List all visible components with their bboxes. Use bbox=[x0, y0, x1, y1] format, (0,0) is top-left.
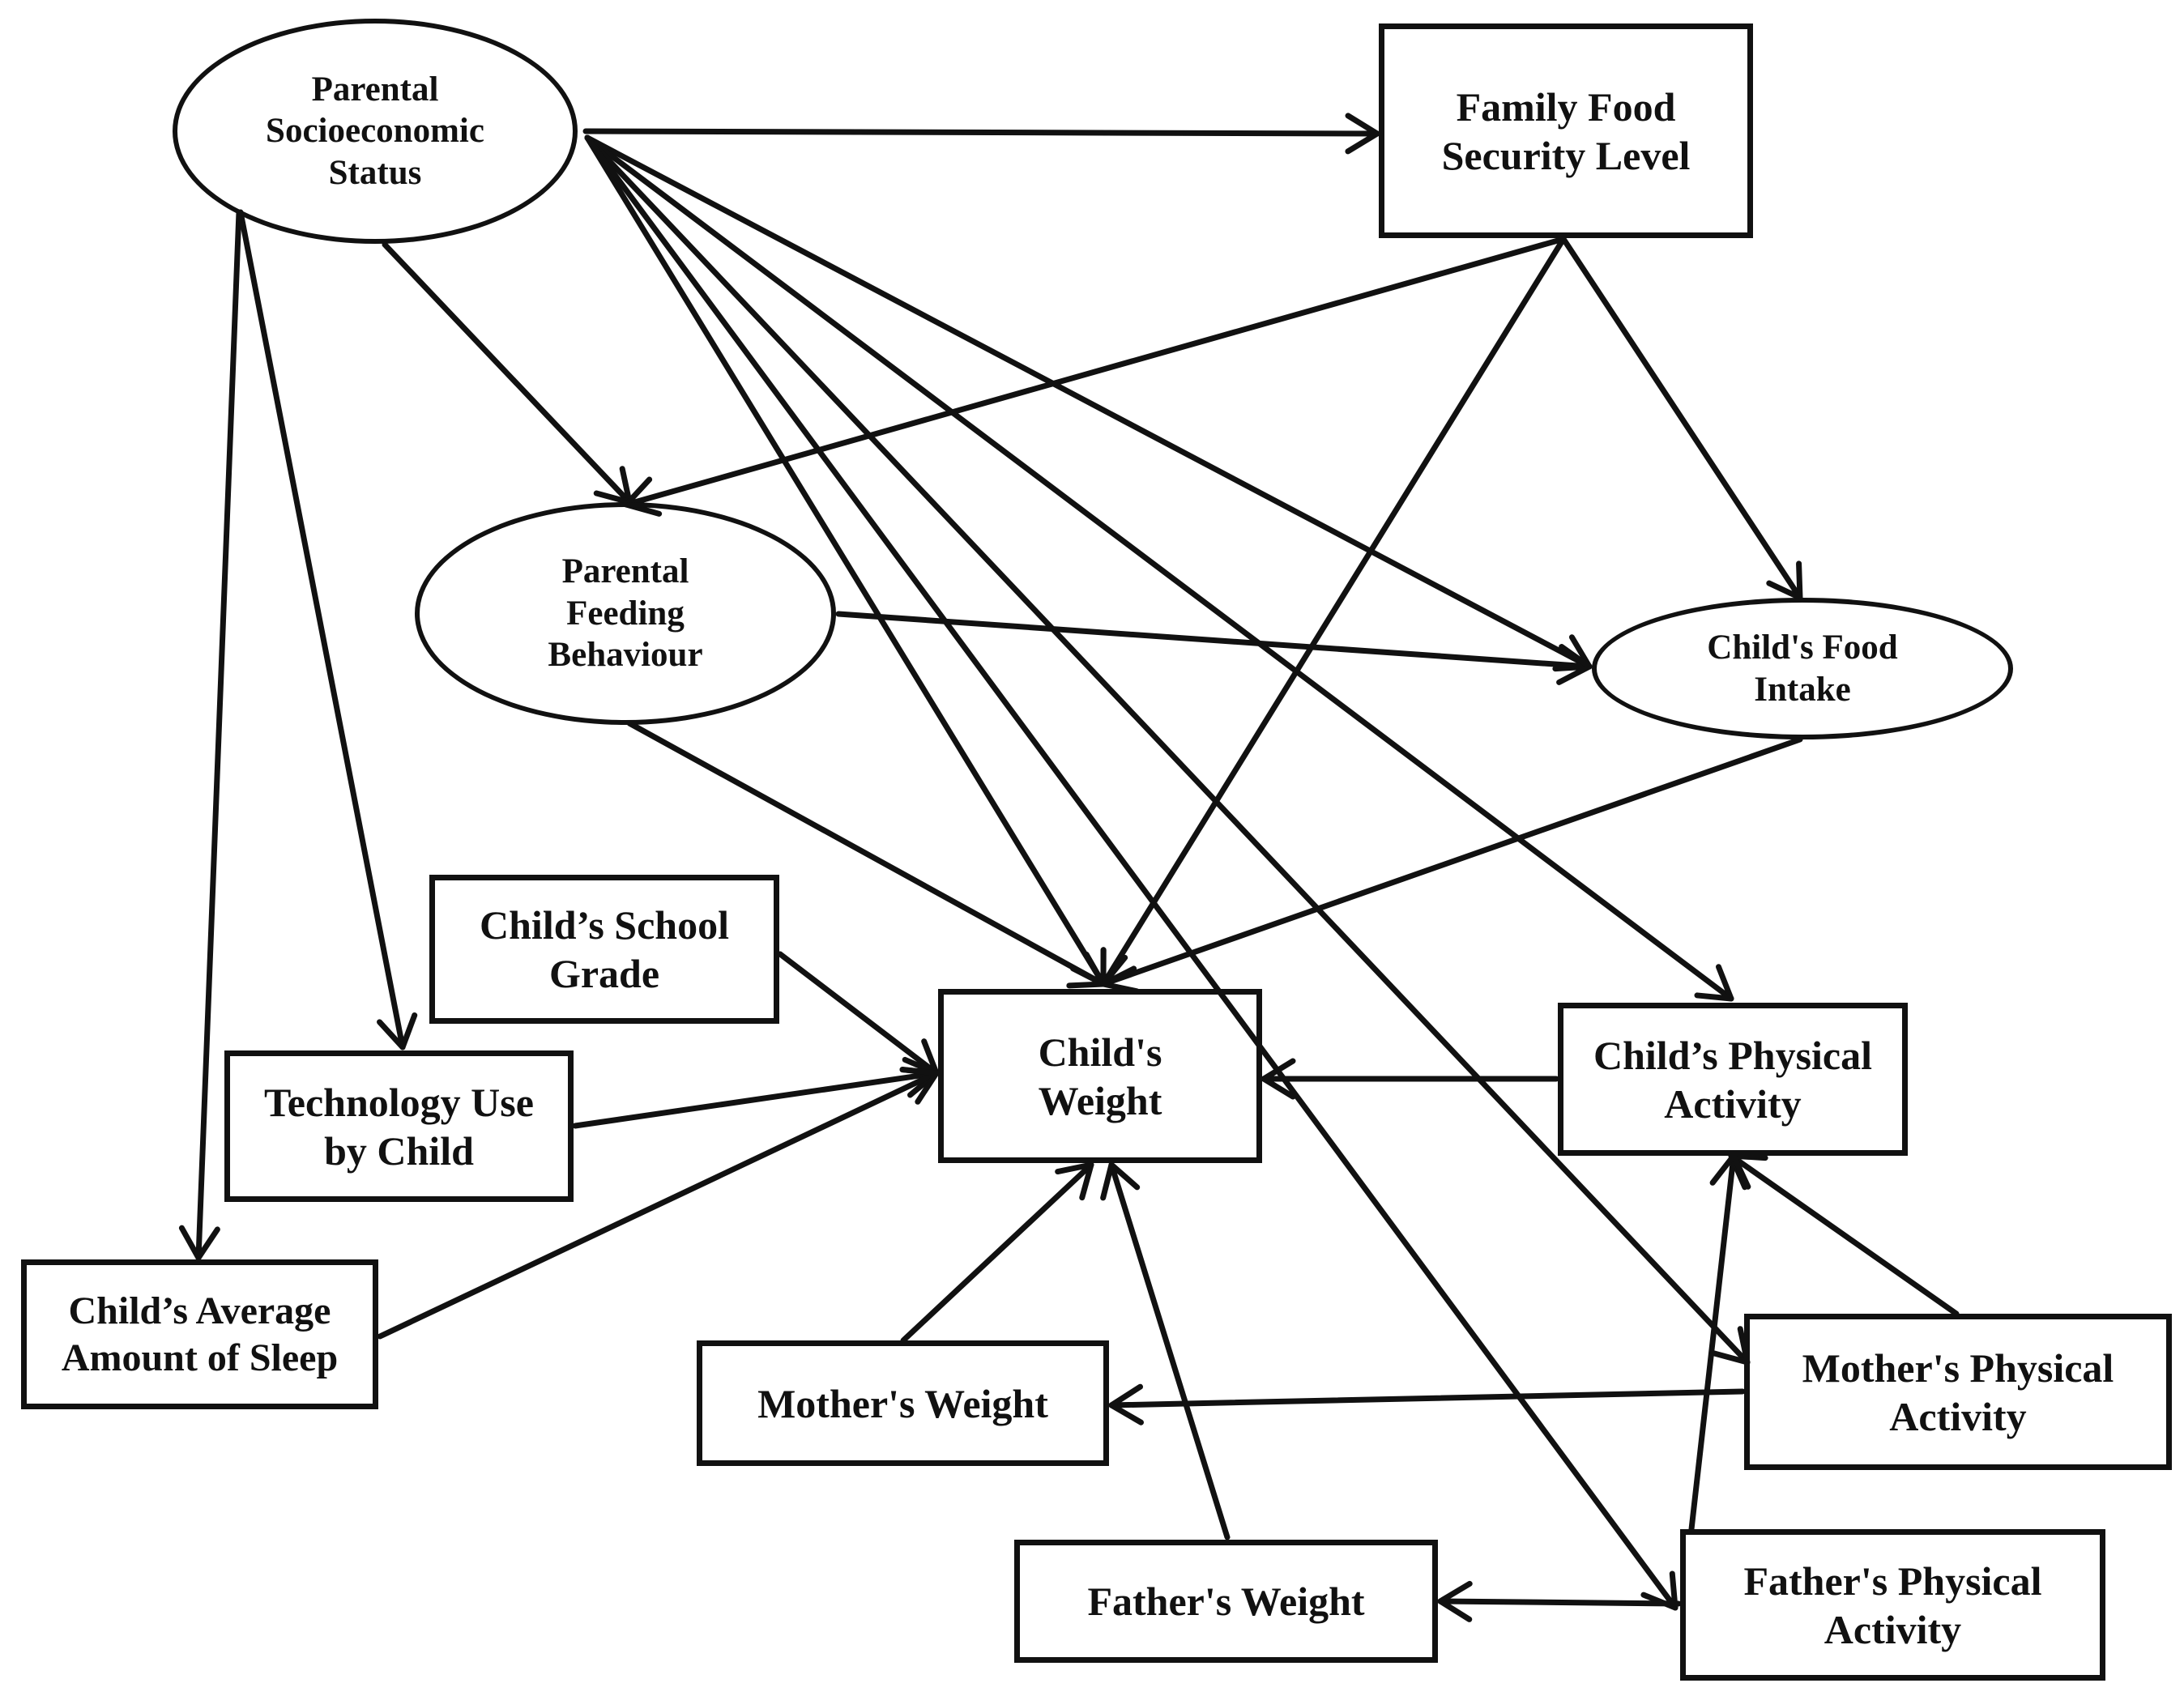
arrow-father-pa-to-child-pa bbox=[1688, 1153, 1751, 1532]
node-label: Father's Weight bbox=[1087, 1579, 1365, 1624]
node-fathers-weight: Father's Weight bbox=[1014, 1540, 1438, 1663]
node-label: Child's Food Intake bbox=[1707, 628, 1898, 709]
node-label: Parental Socioeconomic Status bbox=[266, 70, 484, 192]
arrow-mother-pa-to-child-pa bbox=[1728, 1153, 1960, 1317]
node-parental-feeding-behaviour: Parental Feeding Behaviour bbox=[415, 502, 836, 725]
node-label: Family Food Security Level bbox=[1441, 83, 1691, 178]
arrow-tech-use-to-child-weight bbox=[572, 1056, 940, 1129]
arrow-food-intake-to-child-weight bbox=[1100, 736, 1803, 995]
node-label: Child’s Average Amount of Sleep bbox=[61, 1289, 339, 1379]
arrow-ses-to-child-weight bbox=[584, 134, 1107, 987]
node-childs-average-amount-of-sleep: Child’s Average Amount of Sleep bbox=[21, 1259, 378, 1409]
arrow-sleep-to-child-weight bbox=[377, 1067, 940, 1340]
arrow-ses-to-tech-use bbox=[237, 209, 418, 1050]
arrow-ses-to-mother-pa bbox=[584, 134, 1751, 1366]
node-label: Child’s Physical Activity bbox=[1593, 1032, 1873, 1127]
node-childs-weight: Child's Weight bbox=[938, 989, 1262, 1163]
node-mothers-physical-activity: Mother's Physical Activity bbox=[1744, 1314, 2172, 1470]
arrow-ses-to-sleep bbox=[178, 209, 242, 1261]
node-label: Child’s School Grade bbox=[480, 902, 729, 996]
node-label: Mother's Weight bbox=[757, 1380, 1048, 1426]
node-childs-physical-activity: Child’s Physical Activity bbox=[1558, 1003, 1908, 1156]
node-label: Technology Use by Child bbox=[264, 1079, 534, 1174]
node-fathers-physical-activity: Father's Physical Activity bbox=[1680, 1529, 2105, 1681]
arrow-ses-to-feeding bbox=[382, 241, 633, 505]
node-label: Parental Feeding Behaviour bbox=[548, 552, 703, 675]
node-technology-use-by-child: Technology Use by Child bbox=[224, 1050, 574, 1202]
arrow-mother-weight-to-child-weight bbox=[900, 1161, 1094, 1344]
node-label: Mother's Physical Activity bbox=[1802, 1344, 2114, 1439]
node-label: Father's Physical Activity bbox=[1743, 1558, 2042, 1652]
arrow-ses-to-food-security bbox=[582, 113, 1380, 155]
node-childs-food-intake: Child's Food Intake bbox=[1592, 598, 2013, 739]
arrow-ses-to-father-pa bbox=[584, 134, 1679, 1611]
arrow-mother-pa-to-mother-weight bbox=[1108, 1383, 1746, 1425]
arrow-food-security-to-child-weight bbox=[1100, 236, 1567, 987]
node-childs-school-grade: Child’s School Grade bbox=[429, 875, 779, 1024]
arrow-feeding-to-food-intake bbox=[835, 611, 1593, 685]
node-parental-socioeconomic-status: Parental Socioeconomic Status bbox=[173, 19, 578, 244]
arrow-father-weight-to-child-weight bbox=[1100, 1161, 1231, 1540]
arrow-school-grade-to-child-weight bbox=[777, 951, 940, 1076]
node-mothers-weight: Mother's Weight bbox=[697, 1340, 1109, 1466]
arrow-food-security-to-food-intake bbox=[1560, 236, 1803, 601]
arrow-father-pa-to-father-weight bbox=[1437, 1580, 1682, 1622]
arrow-food-security-to-feeding bbox=[623, 236, 1567, 517]
arrow-feeding-to-child-weight bbox=[626, 720, 1107, 989]
node-label: Child's Weight bbox=[1038, 1029, 1162, 1123]
arrow-ses-to-child-pa bbox=[584, 134, 1734, 1002]
node-family-food-security-level: Family Food Security Level bbox=[1379, 23, 1753, 238]
arrow-ses-to-food-intake bbox=[584, 134, 1593, 672]
